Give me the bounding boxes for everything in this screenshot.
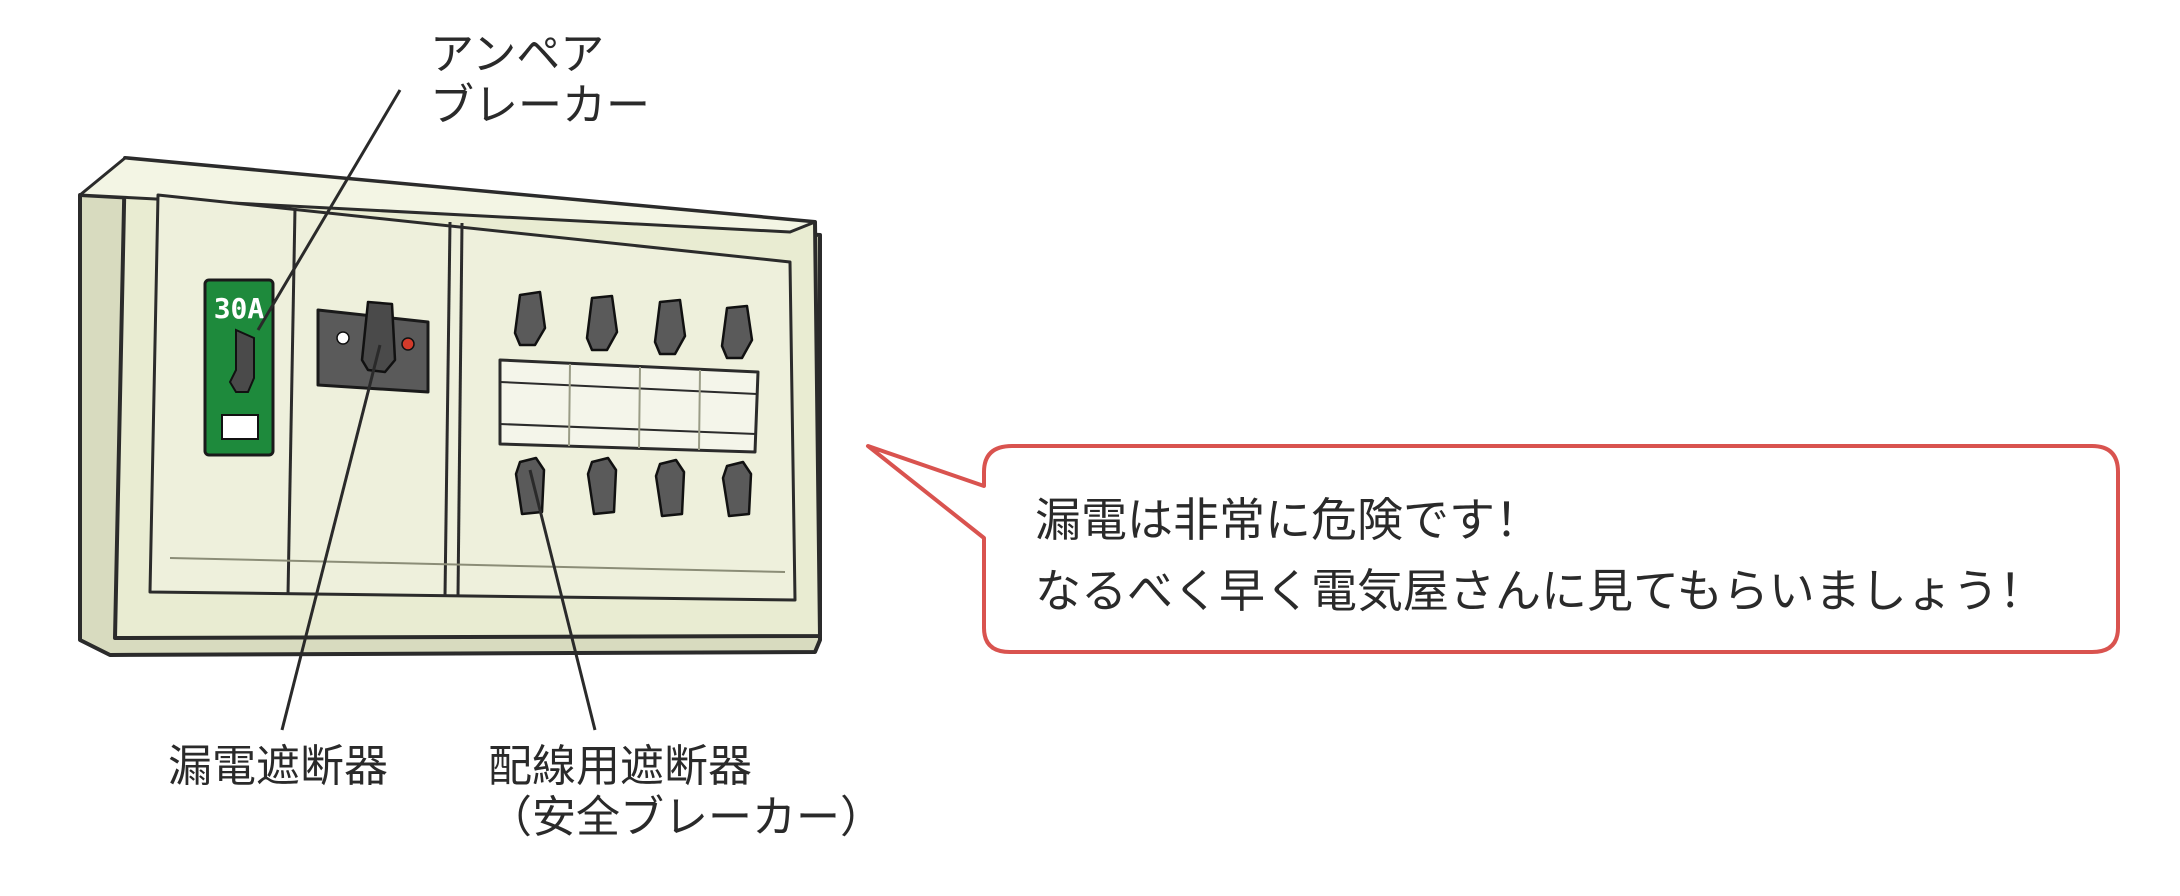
ampere-rating-label: 30A [214, 292, 265, 325]
ampere-breaker-leader-line [256, 89, 402, 331]
distribution-board [78, 156, 822, 657]
breaker-switch-bottom-4 [721, 460, 753, 518]
breaker-switch-top-1 [513, 290, 547, 347]
speech-bubble-line-2: なるべく早く電気屋さんに見てもらいましょう！ [1035, 564, 2045, 619]
breaker-switch-bottom-2 [586, 456, 618, 516]
breaker-switch-top-2 [585, 294, 619, 352]
speech-bubble-line-1: 漏電は非常に危険です！ [1035, 493, 1541, 547]
earth-leakage-breaker [316, 300, 430, 394]
speech-bubble [866, 444, 2120, 654]
wiring-breaker-leader-line [528, 469, 597, 731]
ampere-breaker-label: アンペア ブレーカー [430, 29, 650, 131]
ampere-breaker-label-line-1: アンペア [430, 29, 605, 80]
breaker-switch-top-3 [653, 298, 687, 356]
wiring-breaker-label-line-1: 配線用遮断器 [488, 741, 752, 792]
wiring-breaker-label: 配線用遮断器 （安全ブレーカー） [488, 741, 884, 843]
ampere-breaker: 30A [203, 278, 275, 457]
leakage-breaker-leader-line [280, 344, 382, 731]
wiring-breaker-label-line-2: （安全ブレーカー） [488, 791, 884, 843]
wiring-breakers [498, 290, 760, 518]
leakage-breaker-label: 漏電遮断器 [168, 741, 388, 792]
breaker-switch-top-4 [720, 304, 754, 360]
ampere-breaker-label-line-2: ブレーカー [430, 79, 650, 131]
breaker-switch-bottom-3 [654, 458, 686, 518]
speech-bubble-text: 漏電は非常に危険です！ なるべく早く電気屋さんに見てもらいましょう！ [1035, 485, 2045, 628]
